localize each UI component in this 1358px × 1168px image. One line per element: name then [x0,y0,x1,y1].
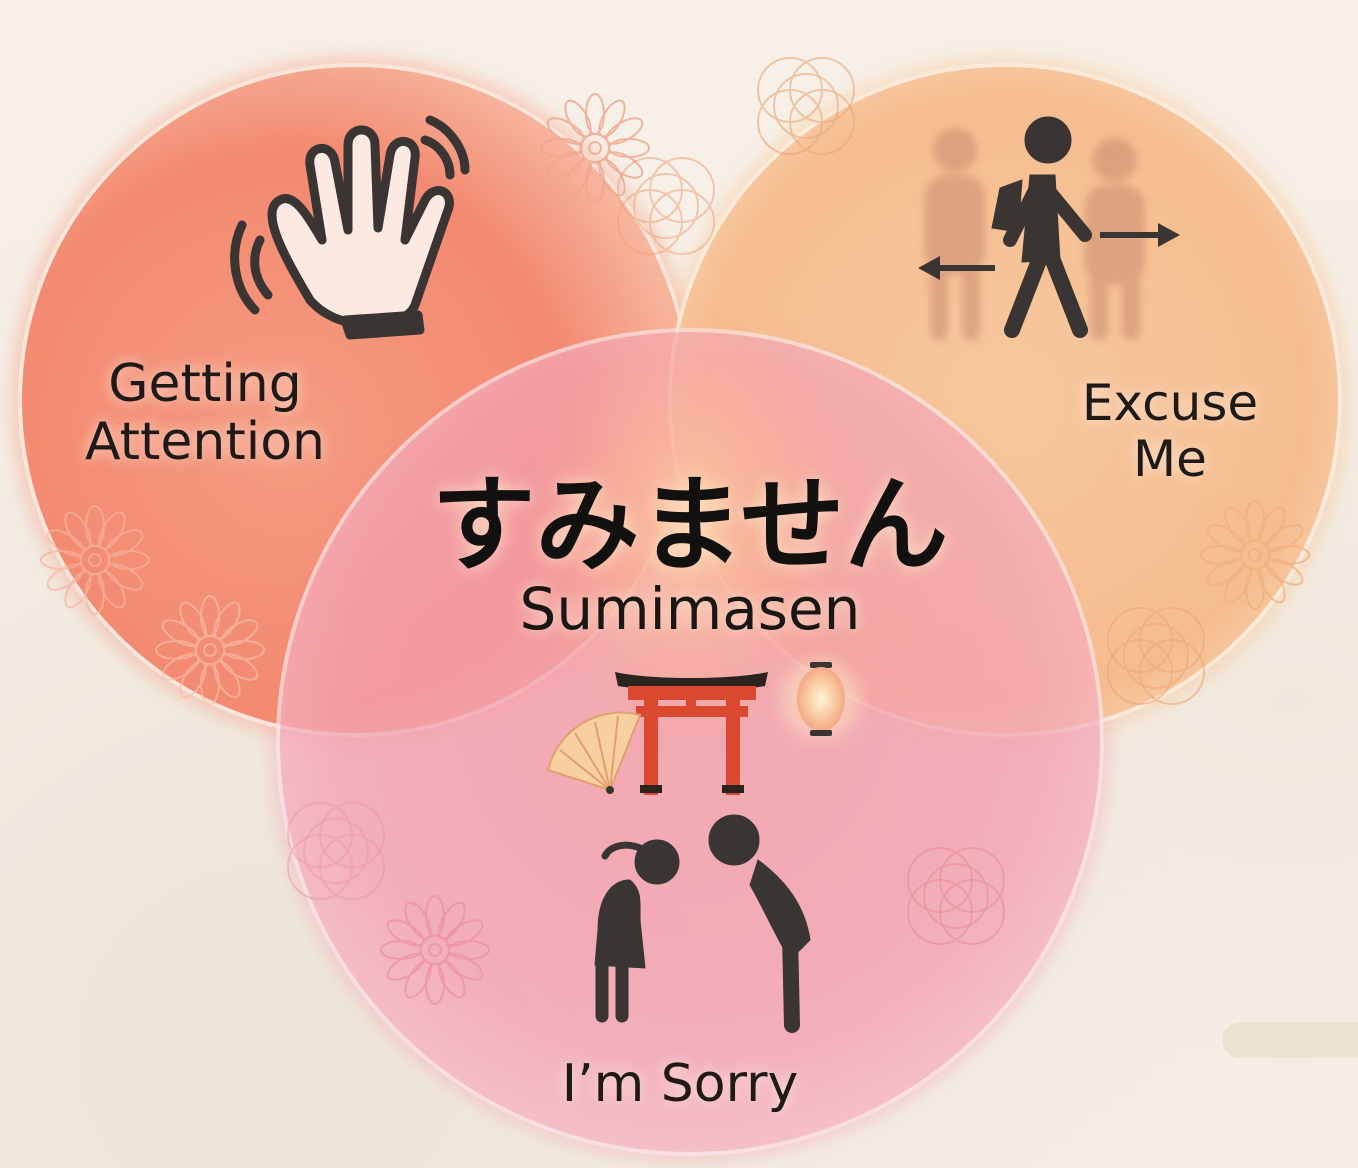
bowing-people-icon [594,814,811,1033]
label-im-sorry-line1: I’m Sorry [561,1054,799,1114]
label-getting-attention-line1: Getting [108,354,302,414]
label-excuse-me: Excuse Me [1045,375,1295,487]
label-excuse-me-line1: Excuse [1081,374,1259,432]
waving-hand-icon [230,115,470,340]
label-im-sorry: I’m Sorry [480,1055,880,1113]
label-excuse-me-line2: Me [1133,430,1207,488]
walking-past-people-icon [918,116,1180,340]
title-japanese: すみません [431,464,949,586]
label-getting-attention: Getting Attention [60,354,350,473]
title-romaji: Sumimasen [519,575,861,643]
paper-lantern-icon [780,660,860,740]
center-glow [530,290,850,750]
decorative-bar [1222,1022,1358,1058]
label-getting-attention-line2: Attention [85,412,325,473]
torii-gate-icon [615,672,768,795]
folding-fan-icon [546,711,642,794]
